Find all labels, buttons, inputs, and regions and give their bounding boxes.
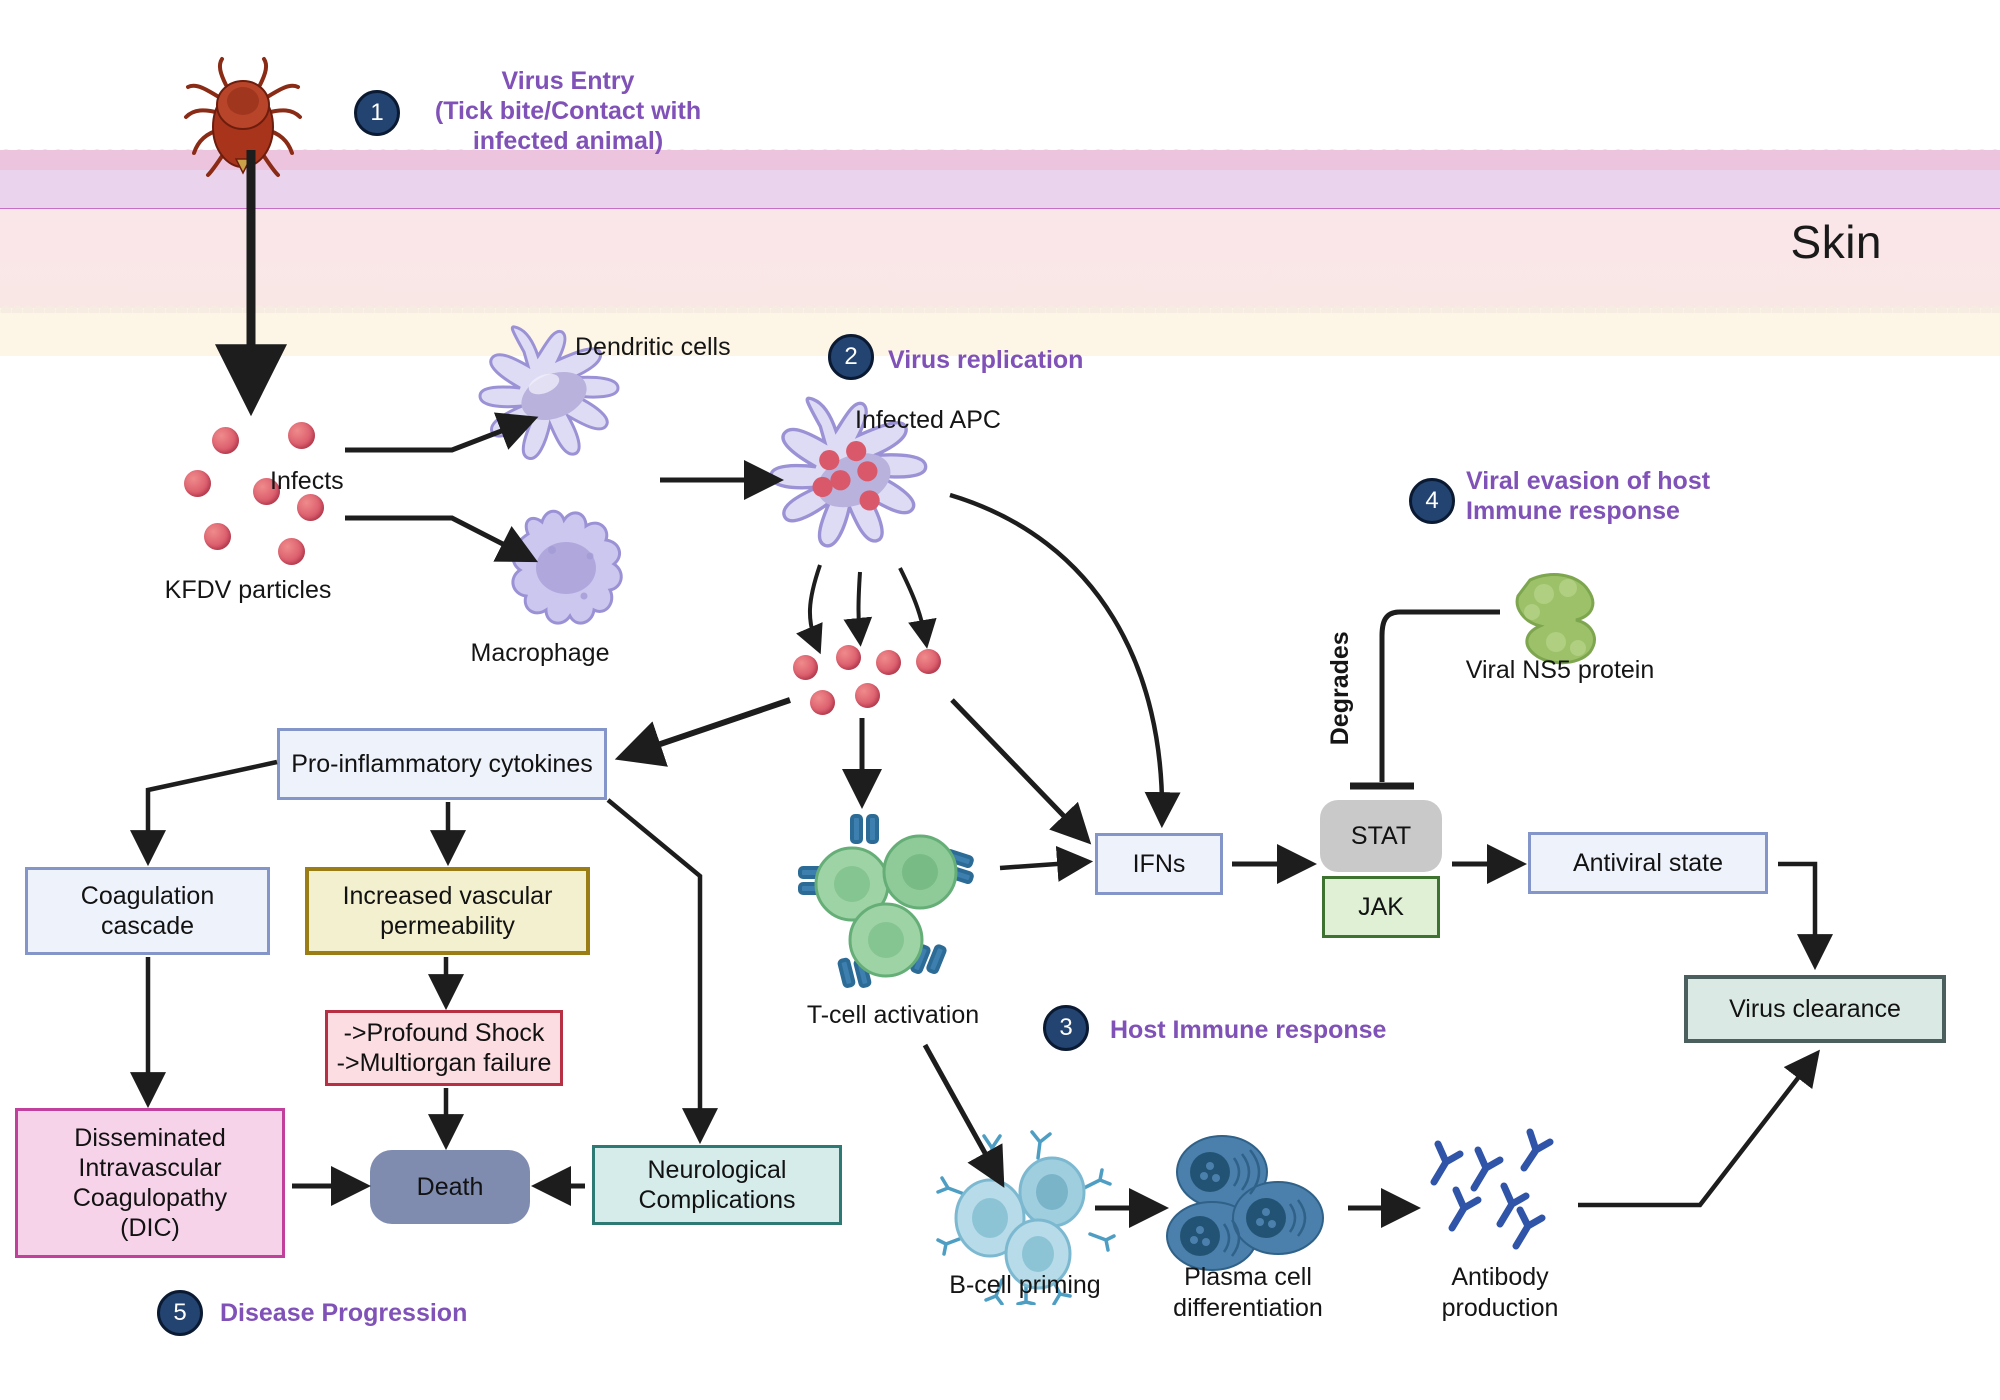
- macrophage-label: Macrophage: [470, 639, 610, 667]
- box-pro-inflammatory-cytokines[interactable]: Pro-inflammatory cytokines: [277, 728, 607, 800]
- infected-apc-icon: [769, 396, 928, 548]
- dendritic-cells-label: Dendritic cells: [575, 333, 731, 361]
- plasma-cell-label: Plasma cell differentiation: [1173, 1263, 1323, 1322]
- box-coagulation-cascade[interactable]: Coagulation cascade: [25, 867, 270, 955]
- box-neurological-complications[interactable]: Neurological Complications: [592, 1145, 842, 1225]
- infected-apc-label: Infected APC: [855, 406, 1001, 434]
- kfdv-particles-label: KFDV particles: [164, 576, 332, 604]
- box-stat[interactable]: STAT: [1320, 800, 1442, 872]
- skin-subcutaneous-texture: [0, 302, 2000, 314]
- step-badge-2-number: 2: [844, 343, 858, 370]
- box-death[interactable]: Death: [370, 1150, 530, 1224]
- step-badge-5: 5: [157, 1290, 203, 1336]
- step-label-2: Virus replication: [888, 346, 1084, 374]
- step-badge-5-number: 5: [173, 1299, 187, 1326]
- box-antiviral-state[interactable]: Antiviral state: [1528, 832, 1768, 894]
- step-badge-3-number: 3: [1059, 1014, 1073, 1041]
- step-label-4: Viral evasion of host Immune response: [1466, 467, 1711, 525]
- step-badge-1-number: 1: [370, 99, 384, 126]
- step-badge-3: 3: [1043, 1005, 1089, 1051]
- t-cell-activation-label: T-cell activation: [806, 1001, 980, 1029]
- t-cell-cluster-icon: [798, 814, 974, 988]
- box-jak[interactable]: JAK: [1322, 876, 1440, 938]
- viral-ns5-protein-icon: [1515, 573, 1596, 665]
- macrophage-icon: [511, 509, 623, 625]
- skin-dermis-layer: [0, 209, 2000, 309]
- box-ifns[interactable]: IFNs: [1095, 833, 1223, 895]
- tick-icon: [184, 57, 302, 177]
- box-increased-vascular-permeability[interactable]: Increased vascular permeability: [305, 867, 590, 955]
- degrades-label: Degrades: [1325, 631, 1354, 746]
- viral-ns5-protein-label: Viral NS5 protein: [1465, 656, 1655, 684]
- step-badge-4: 4: [1409, 478, 1455, 524]
- antibody-production-label: Antibody production: [1441, 1263, 1559, 1322]
- step-badge-2: 2: [828, 334, 874, 380]
- infects-label: Infects: [270, 467, 344, 495]
- step-badge-4-number: 4: [1425, 487, 1439, 514]
- skin-surface-texture: [0, 146, 2000, 158]
- step-label-1: Virus Entry (Tick bite/Contact with infe…: [434, 67, 702, 155]
- step-label-5: Disease Progression: [220, 1299, 468, 1327]
- box-dic[interactable]: Disseminated Intravascular Coagulopathy …: [15, 1108, 285, 1258]
- skin-label: Skin: [1790, 216, 1882, 268]
- plasma-cell-cluster-icon: [1166, 1135, 1324, 1271]
- b-cell-priming-label: B-cell priming: [949, 1271, 1101, 1299]
- box-profound-shock-multiorgan-failure[interactable]: ->Profound Shock ->Multiorgan failure: [325, 1010, 563, 1086]
- skin-subcutaneous-layer: [0, 308, 2000, 356]
- antibody-cluster-icon: [1430, 1128, 1554, 1250]
- step-badge-1: 1: [354, 90, 400, 136]
- box-virus-clearance[interactable]: Virus clearance: [1684, 975, 1946, 1043]
- b-cell-cluster-icon: [936, 1130, 1116, 1305]
- step-label-3: Host Immune response: [1110, 1016, 1387, 1044]
